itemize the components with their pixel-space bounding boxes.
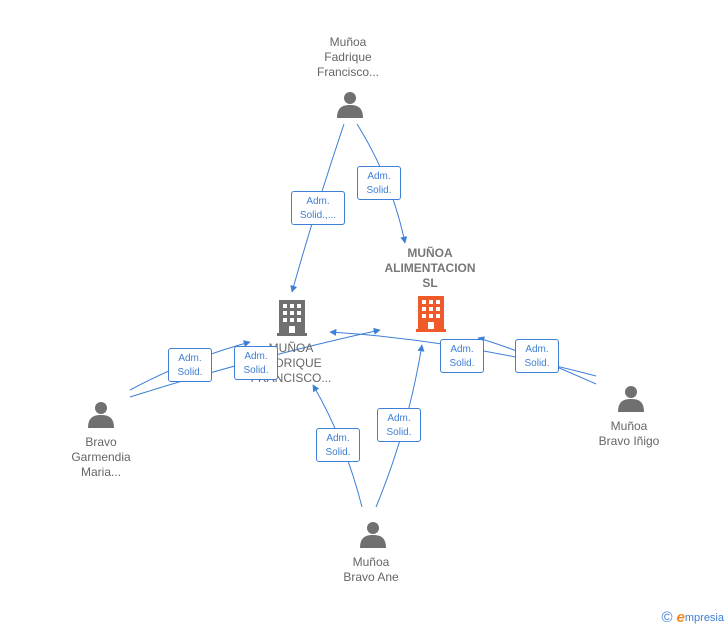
person-icon[interactable] xyxy=(617,384,645,412)
edge-label-line: Solid.,... xyxy=(299,210,337,221)
node-label-muñoa-alimentacion-sl[interactable]: MUÑOA ALIMENTACION SL xyxy=(384,246,475,291)
edge-label-line: Adm. xyxy=(367,171,391,182)
node-label-line: Francisco... xyxy=(316,65,380,79)
edge-label-line: Solid. xyxy=(177,367,203,378)
edge-label-line: Solid. xyxy=(524,358,550,369)
edge-label-line: Adm. xyxy=(387,413,411,424)
node-label-line: Muñoa xyxy=(329,35,367,49)
node-label-line: ALIMENTACION xyxy=(384,261,476,275)
edge-label-line: Adm. xyxy=(178,353,202,364)
edge-label-line: Adm. xyxy=(326,433,350,444)
edge-label-line: Solid. xyxy=(243,365,269,376)
brand-name: mpresia xyxy=(684,611,724,624)
node-label-line: MUÑOA xyxy=(407,246,453,260)
node-label-line: MUÑOA xyxy=(268,341,314,355)
edge-label-line: Adm. xyxy=(306,196,330,207)
person-icon[interactable] xyxy=(336,90,364,118)
node-label-line: Bravo Ane xyxy=(343,570,399,584)
node-label-muñoa-fadrique-francisco[interactable]: Muñoa Fadrique Francisco... xyxy=(317,35,379,80)
node-label-bravo-garmendia-maria[interactable]: Bravo Garmendia Maria... xyxy=(71,435,130,480)
person-icon[interactable] xyxy=(87,400,115,428)
node-label-line: Garmendia xyxy=(71,450,131,464)
node-label-line: SL xyxy=(422,276,438,290)
node-label-muñoa-bravo-iñigo[interactable]: Muñoa Bravo Iñigo xyxy=(599,419,660,449)
edge-label-line: Solid. xyxy=(386,427,412,438)
edge-label-line: Solid. xyxy=(366,185,392,196)
edge-label-left-to-main[interactable]: Adm. Solid. xyxy=(234,346,278,380)
edge-label-top-to-main[interactable]: Adm. Solid. xyxy=(357,166,401,200)
edge-label-line: Adm. xyxy=(450,344,474,355)
building-icon[interactable] xyxy=(277,300,307,336)
node-label-line: Muñoa xyxy=(352,555,390,569)
edge-label-top-to-center[interactable]: Adm. Solid.,... xyxy=(291,191,345,225)
edge-label-bottom-to-main[interactable]: Adm. Solid. xyxy=(377,408,421,442)
node-label-muñoa-bravo-ane[interactable]: Muñoa Bravo Ane xyxy=(343,555,398,585)
edge-label-line: Solid. xyxy=(449,358,475,369)
person-icon[interactable] xyxy=(359,520,387,548)
edge-label-line: Solid. xyxy=(325,447,351,458)
edge-label-line: Adm. xyxy=(244,351,268,362)
building-icon[interactable] xyxy=(416,296,446,332)
edge-label-line: Adm. xyxy=(525,344,549,355)
edge-label-left-to-center[interactable]: Adm. Solid. xyxy=(168,348,212,382)
node-label-line: Maria... xyxy=(80,465,121,479)
node-label-line: Fadrique xyxy=(324,50,372,64)
copyright-icon: © xyxy=(661,609,673,626)
brand-logo: © e mpresia xyxy=(661,609,724,626)
edge-label-right-to-main[interactable]: Adm. Solid. xyxy=(515,339,559,373)
node-label-line: Bravo Iñigo xyxy=(598,434,660,448)
edge-label-bottom-to-center[interactable]: Adm. Solid. xyxy=(316,428,360,462)
edge-label-right-to-center[interactable]: Adm. Solid. xyxy=(440,339,484,373)
node-label-line: Bravo xyxy=(85,435,117,449)
brand-initial: e xyxy=(676,609,685,626)
node-label-line: Muñoa xyxy=(610,419,648,433)
